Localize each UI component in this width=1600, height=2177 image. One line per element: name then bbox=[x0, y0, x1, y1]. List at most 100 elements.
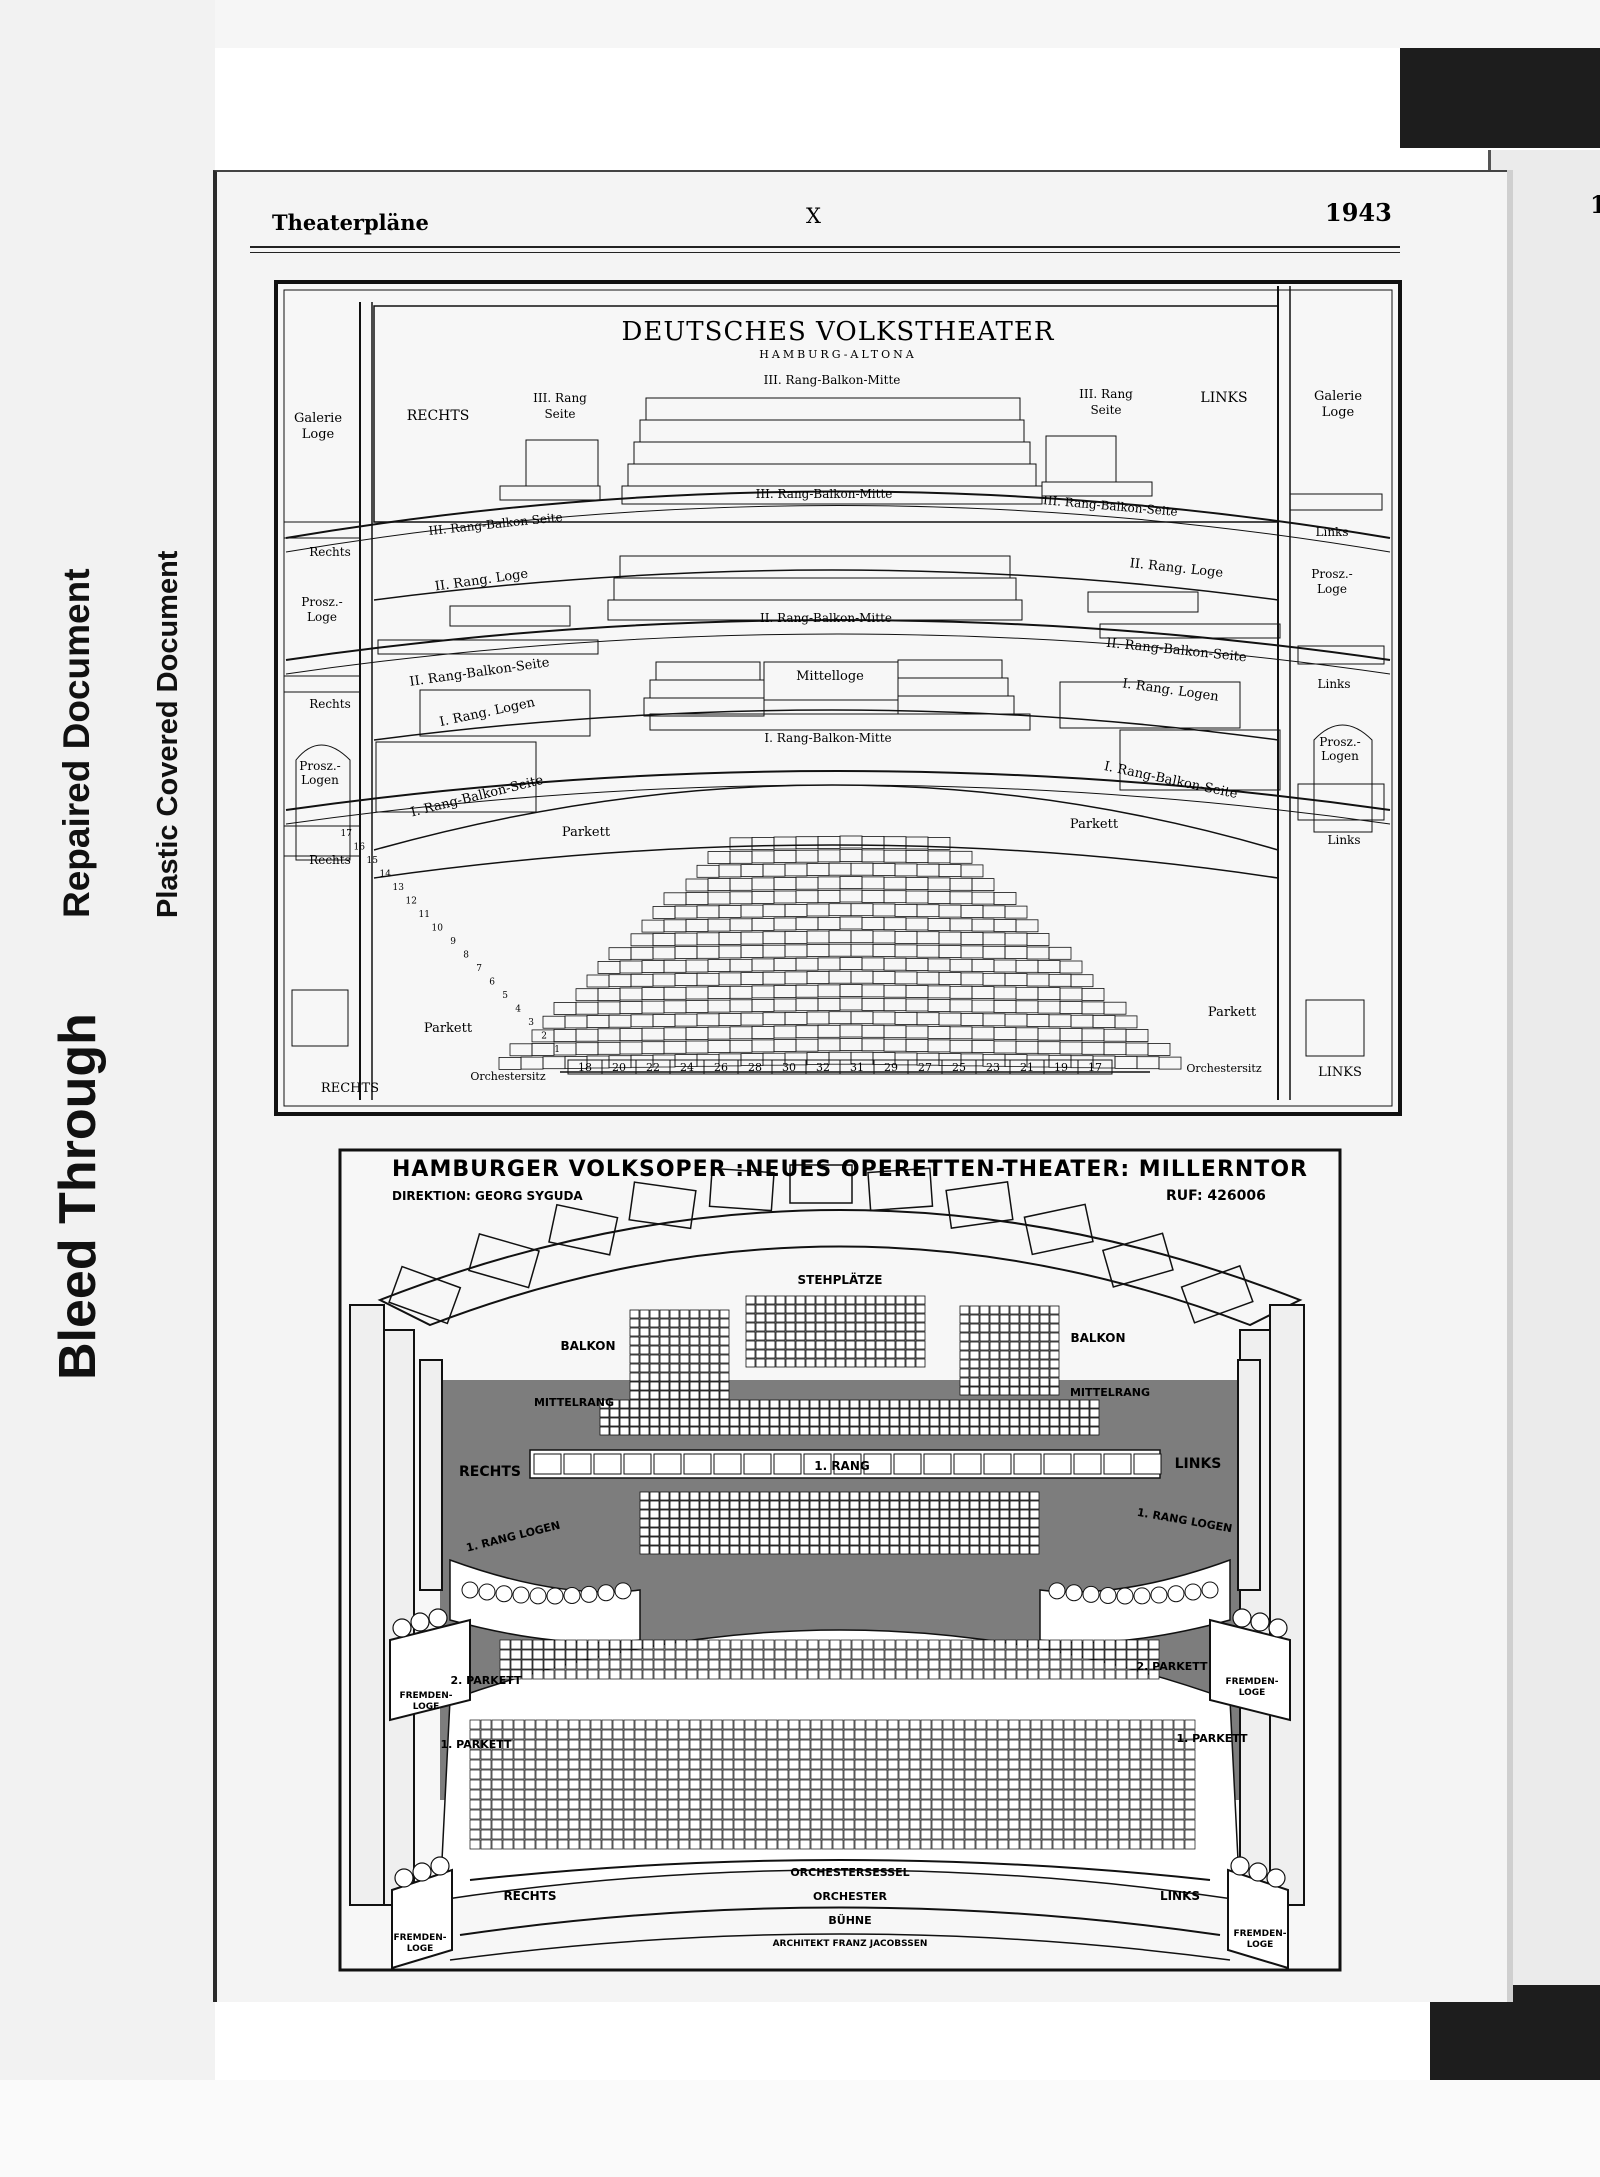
balkon-seat bbox=[1029, 1377, 1040, 1387]
rang-loge-box bbox=[623, 1453, 652, 1475]
parkett1-seat bbox=[799, 1809, 811, 1820]
parkett1-seat bbox=[909, 1829, 921, 1840]
mittelrang-seat bbox=[769, 1408, 780, 1418]
mittelrang-seat bbox=[889, 1417, 900, 1427]
parkett1-seat bbox=[535, 1739, 547, 1750]
mittelrang-seat bbox=[1029, 1426, 1040, 1436]
parkett1-seat bbox=[601, 1759, 613, 1770]
parkett1-seat bbox=[480, 1789, 492, 1800]
parkett1-seat bbox=[711, 1779, 723, 1790]
balkon-seat bbox=[679, 1381, 690, 1391]
loge-seat bbox=[563, 1586, 581, 1604]
parkett2-seat bbox=[873, 1669, 885, 1680]
balkon-seat bbox=[969, 1386, 980, 1396]
parkett1-seat bbox=[689, 1779, 701, 1790]
rang-seat bbox=[859, 1536, 870, 1546]
parkett2-seat bbox=[1082, 1669, 1094, 1680]
parkett2-seat bbox=[730, 1659, 742, 1670]
parkett1-seat bbox=[964, 1719, 976, 1730]
balkon-seat bbox=[915, 1295, 926, 1305]
mittelrang-seat bbox=[629, 1426, 640, 1436]
balkon-seat bbox=[1019, 1377, 1030, 1387]
parkett1-seat bbox=[491, 1719, 503, 1730]
parkett1-seat bbox=[1151, 1759, 1163, 1770]
parkett2-seat bbox=[763, 1669, 775, 1680]
parkett1-seat bbox=[623, 1829, 635, 1840]
parkett1-seat bbox=[1019, 1769, 1031, 1780]
balkon-seat bbox=[639, 1390, 650, 1400]
mittelrang-seat bbox=[909, 1399, 920, 1409]
loge-seat bbox=[512, 1586, 530, 1604]
mittelrang-seat bbox=[829, 1426, 840, 1436]
mittelrang-seat bbox=[709, 1426, 720, 1436]
rang-seat bbox=[759, 1518, 770, 1528]
parkett2-seat bbox=[697, 1649, 709, 1660]
parkett1-seat bbox=[469, 1839, 481, 1850]
parkett1-seat bbox=[898, 1799, 910, 1810]
parkett1-seat bbox=[843, 1769, 855, 1780]
balkon-seat bbox=[865, 1313, 876, 1323]
balkon-seat bbox=[1049, 1332, 1060, 1342]
mittelrang-seat bbox=[829, 1399, 840, 1409]
rang-seat bbox=[819, 1545, 830, 1555]
parkett1-seat bbox=[821, 1759, 833, 1770]
rang-seat bbox=[799, 1545, 810, 1555]
parkett2-seat bbox=[719, 1659, 731, 1670]
parkett1-seat bbox=[832, 1789, 844, 1800]
rang-seat bbox=[649, 1509, 660, 1519]
parkett1-seat bbox=[1074, 1809, 1086, 1820]
parkett1-seat bbox=[601, 1749, 613, 1760]
parkett-seat bbox=[1125, 1029, 1149, 1042]
parkett1-seat bbox=[1173, 1739, 1185, 1750]
parkett1-seat bbox=[667, 1769, 679, 1780]
parkett1-seat bbox=[1140, 1829, 1152, 1840]
parkett1-seat bbox=[502, 1729, 514, 1740]
loge-seat bbox=[1099, 1586, 1117, 1604]
mittelrang-seat bbox=[609, 1426, 620, 1436]
rang-seat bbox=[939, 1500, 950, 1510]
parkett1-seat bbox=[722, 1839, 734, 1850]
rang-seat bbox=[779, 1536, 790, 1546]
parkett2-seat bbox=[1115, 1659, 1127, 1670]
parkett2-seat bbox=[1137, 1639, 1149, 1650]
parkett1-seat bbox=[1085, 1769, 1097, 1780]
parkett1-seat bbox=[645, 1789, 657, 1800]
mittelrang-seat bbox=[799, 1417, 810, 1427]
balkon-seat bbox=[845, 1349, 856, 1359]
parkett1-seat bbox=[942, 1829, 954, 1840]
rang-seat bbox=[739, 1500, 750, 1510]
balkon-seat bbox=[895, 1358, 906, 1368]
parkett1-seat bbox=[1085, 1809, 1097, 1820]
mittelrang-seat bbox=[729, 1408, 740, 1418]
parkett1-seat bbox=[1184, 1829, 1196, 1840]
balkon-seat bbox=[745, 1295, 756, 1305]
ceiling-panel bbox=[548, 1203, 619, 1256]
rang-seat bbox=[859, 1500, 870, 1510]
parkett2-seat bbox=[1104, 1659, 1116, 1670]
balkon-seat bbox=[1039, 1350, 1050, 1360]
mittelrang-seat bbox=[769, 1399, 780, 1409]
parkett1-seat bbox=[513, 1779, 525, 1790]
rang-seat bbox=[679, 1545, 690, 1555]
parkett2-seat bbox=[730, 1669, 742, 1680]
mittelrang-seat bbox=[619, 1408, 630, 1418]
parkett1-seat bbox=[777, 1799, 789, 1810]
parkett1-seat bbox=[766, 1769, 778, 1780]
parkett2-seat bbox=[620, 1649, 632, 1660]
balkon-seat bbox=[805, 1340, 816, 1350]
parkett1-seat bbox=[964, 1829, 976, 1840]
mittelrang-seat bbox=[1019, 1417, 1030, 1427]
parkett1-seat bbox=[645, 1819, 657, 1830]
parkett1-seat bbox=[634, 1819, 646, 1830]
rang-seat bbox=[999, 1509, 1010, 1519]
balkon-seat bbox=[875, 1313, 886, 1323]
balkon-seat bbox=[895, 1313, 906, 1323]
parkett1-seat bbox=[568, 1809, 580, 1820]
parkett1-seat bbox=[524, 1739, 536, 1750]
parkett1-seat bbox=[469, 1819, 481, 1830]
parkett1-seat bbox=[1118, 1749, 1130, 1760]
plan2-direktion: DIREKTION: GEORG SYGUDA bbox=[392, 1189, 583, 1203]
parkett1-seat bbox=[733, 1829, 745, 1840]
parkett1-seat bbox=[711, 1749, 723, 1760]
parkett1-seat bbox=[920, 1789, 932, 1800]
